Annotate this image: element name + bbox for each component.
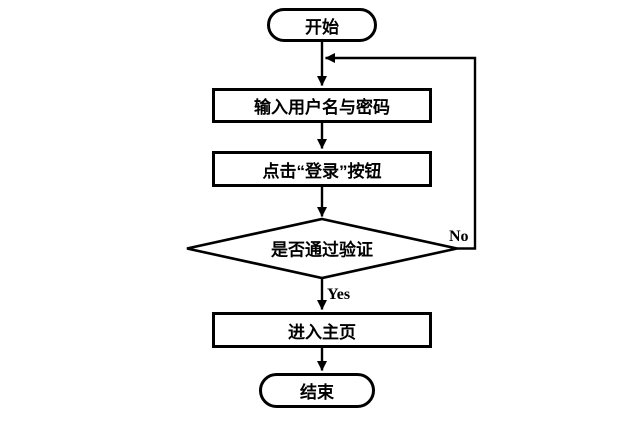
node-enter-homepage: 进入主页 (212, 312, 432, 348)
node-input-credentials-label: 输入用户名与密码 (254, 98, 390, 117)
node-verify-label: 是否通过验证 (271, 240, 373, 260)
node-start-label: 开始 (305, 17, 339, 37)
node-end: 结束 (259, 373, 375, 408)
edge-label-no: No (449, 228, 469, 245)
node-end-label: 结束 (300, 383, 334, 402)
node-click-login-label: 点击“登录”按钮 (262, 161, 382, 181)
edge-label-yes: Yes (327, 286, 351, 303)
node-enter-homepage-label: 进入主页 (288, 322, 356, 342)
arrow-verify-no-loopback (325, 53, 477, 250)
node-input-credentials: 输入用户名与密码 (212, 88, 432, 123)
decision-diamond-shape (186, 217, 458, 280)
node-start: 开始 (267, 8, 377, 42)
node-click-login: 点击“登录”按钮 (212, 151, 432, 187)
